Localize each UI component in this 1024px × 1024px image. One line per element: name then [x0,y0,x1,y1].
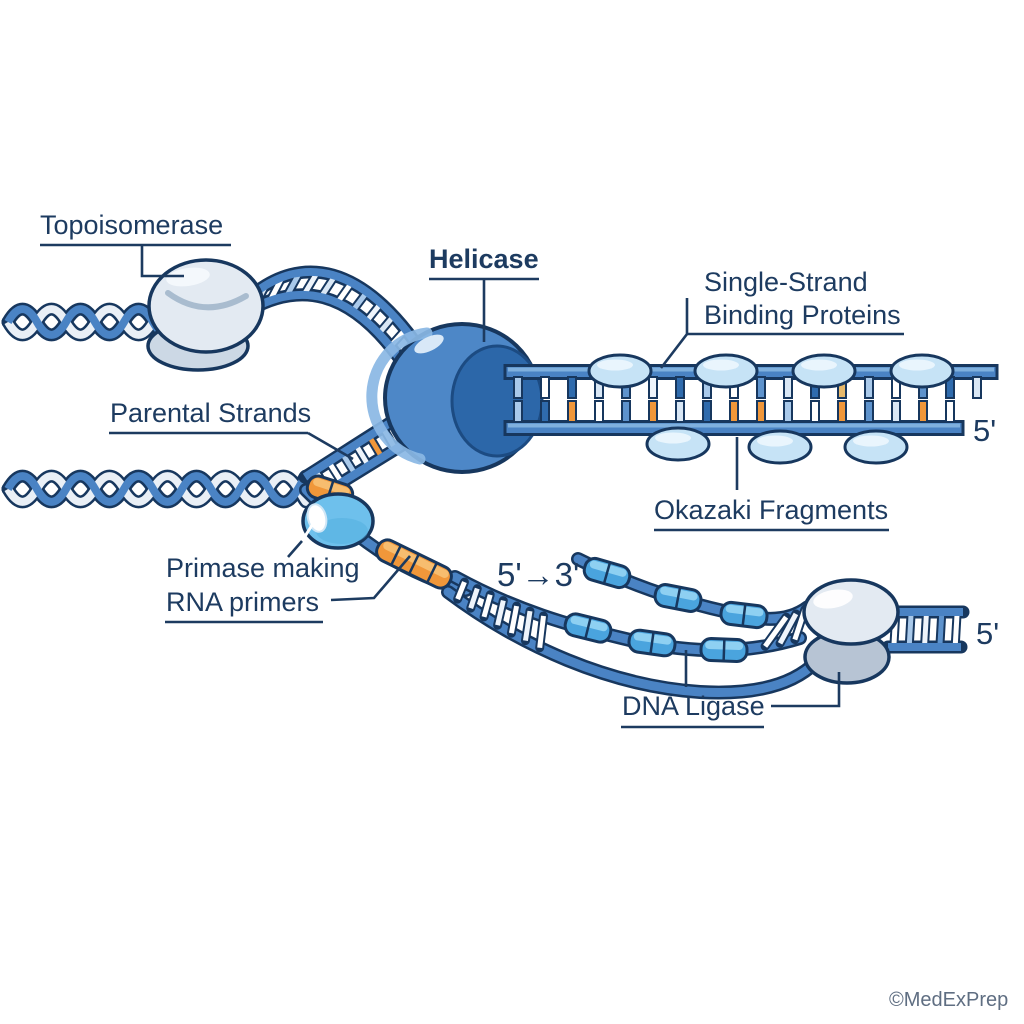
label-ssb-line1: Single-Strand [704,267,868,297]
leader-topoisomerase [140,245,184,278]
label-dna-ligase: DNA Ligase [622,691,765,721]
watermark: ©MedExPrep [889,989,1008,1011]
leader-dna-ligase [771,672,841,708]
topoisomerase-icon [146,258,265,372]
ligated-duplex-icon [881,605,970,654]
leader-ssb [659,298,689,369]
leading-template-strand-icon [503,353,999,399]
label-5prime-ligase: 5' [976,616,999,651]
label-direction-5-3: 5'→3' [497,556,579,593]
leader-parental-strands [307,431,354,461]
lagging-strand-assembly-icon [287,474,823,700]
leader-rna-primer [330,555,411,602]
label-topoisomerase: Topoisomerase [40,210,223,240]
parental-helix-bottom-icon [1,469,313,509]
label-okazaki: Okazaki Fragments [654,495,888,525]
dna-ligase-icon [802,578,900,685]
lagging-template-strand-icon [503,400,965,465]
label-5prime-lagging: 5' [973,413,996,448]
helicase-icon [366,322,544,474]
label-primase-line1: Primase making [166,553,360,583]
label-parental-strands: Parental Strands [110,398,311,428]
label-primase-line2: RNA primers [166,587,319,617]
label-ssb-line2: Binding Proteins [704,300,901,330]
label-helicase: Helicase [429,244,539,274]
